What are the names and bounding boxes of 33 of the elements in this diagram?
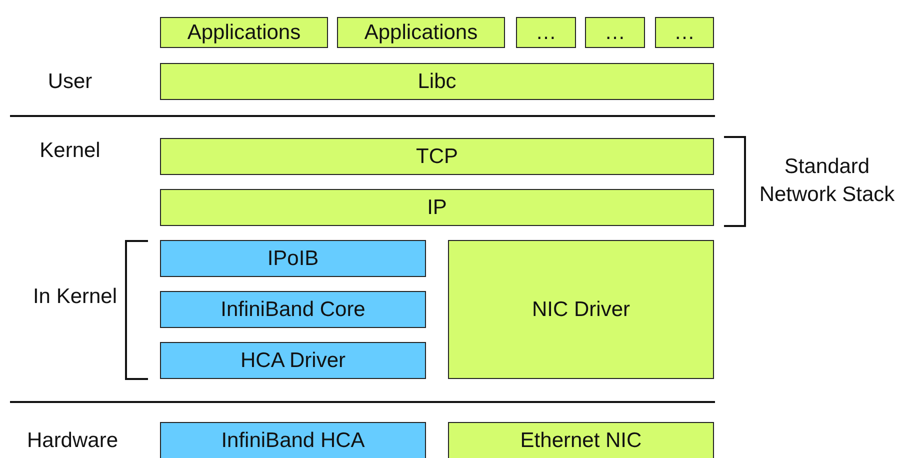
layer-name: IP (427, 196, 447, 220)
layer-name: … (674, 20, 695, 44)
layer-box (448, 240, 714, 379)
layer-name: … (536, 20, 556, 44)
layer-box (655, 17, 714, 48)
layer-box (160, 291, 426, 328)
layer-box (337, 17, 505, 48)
section-label: Standard Network Stack (758, 154, 896, 208)
layer-box (160, 63, 714, 100)
layer-box (160, 342, 426, 379)
layer-name: InfiniBand HCA (221, 429, 365, 453)
layer-name: IPoIB (267, 246, 319, 270)
layer-box (585, 17, 645, 48)
section-label: Kernel (38, 138, 102, 164)
layer-name: InfiniBand Core (220, 298, 366, 322)
layer-name: TCP (416, 144, 458, 168)
layer-name: Libc (418, 70, 456, 94)
layer-name: NIC Driver (532, 298, 630, 322)
layer-box (516, 17, 576, 48)
layer-name: Applications (364, 20, 478, 44)
layer-box (160, 17, 328, 48)
layer-box (160, 189, 714, 226)
layer-name: Ethernet NIC (520, 429, 642, 453)
layer-box (160, 138, 714, 175)
layer-box (448, 422, 714, 458)
section-label: Hardware (26, 428, 120, 454)
layer-box (160, 422, 426, 458)
section-label: In Kernel (32, 284, 118, 310)
layer-name: HCA Driver (240, 348, 346, 372)
section-label: User (46, 69, 94, 95)
layer-name: Applications (187, 20, 301, 44)
layer-name: … (604, 20, 626, 44)
layer-box (160, 240, 426, 277)
